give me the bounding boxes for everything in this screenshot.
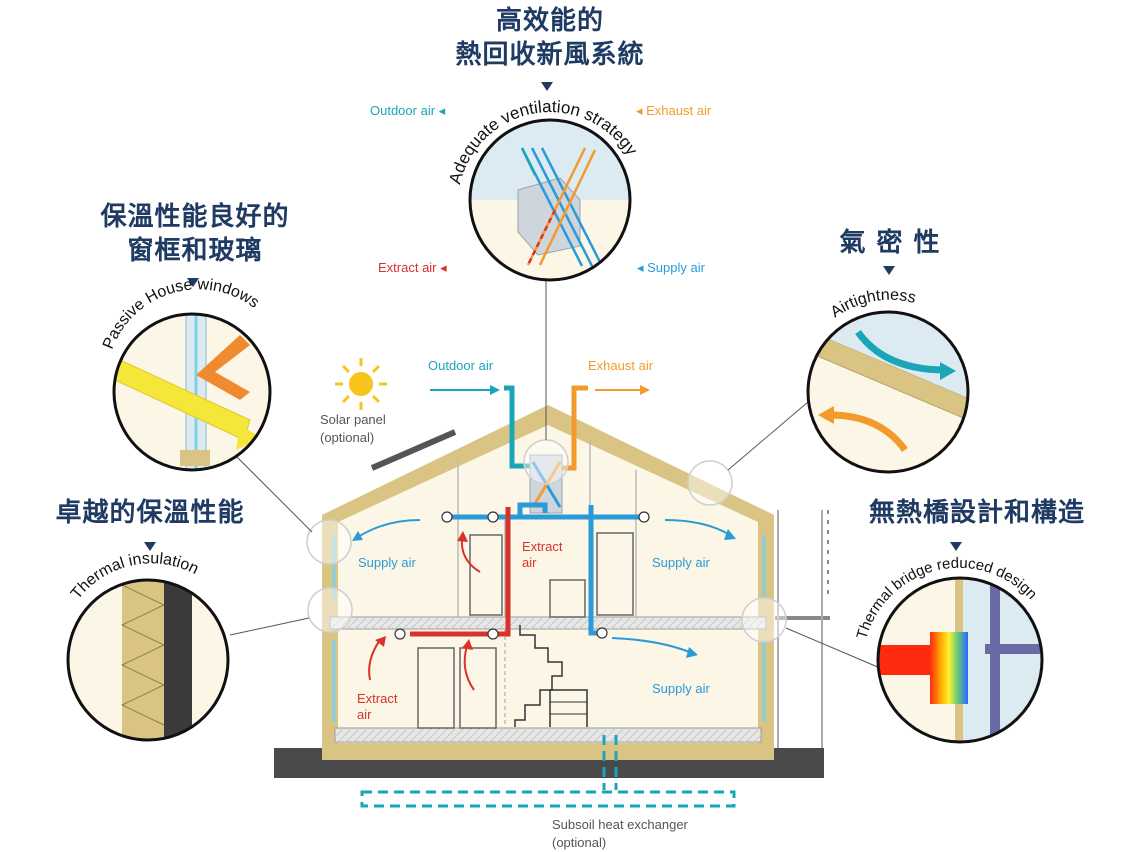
house-interior <box>338 425 758 743</box>
heading-windows: 保溫性能良好的 窗框和玻璃 <box>70 200 320 268</box>
label-extract-air: Extract air ◂ <box>378 260 447 275</box>
label-subsoil: Subsoil heat exchanger <box>552 817 688 832</box>
heading-thermal-bridge: 無熱橋設計和構造 <box>868 498 1085 528</box>
triangle-down-icon <box>950 542 962 551</box>
label-outdoor-air-house: Outdoor air <box>428 358 494 373</box>
label-solar-optional: (optional) <box>320 430 375 445</box>
label-extract-center-2: air <box>522 555 537 570</box>
heading-ventilation-line2: 熱回收新風系統 <box>455 40 645 70</box>
airtightness-circle-illustration <box>808 312 968 472</box>
label-supply-air-lower: Supply air <box>652 681 710 696</box>
label-extract-lower-1: Extract <box>357 691 398 706</box>
label-supply-air-left: Supply air <box>358 555 416 570</box>
triangle-down-icon <box>187 278 199 287</box>
heading-ventilation: 高效能的 熱回收新風系統 <box>450 4 650 72</box>
label-exhaust-air: ◂ Exhaust air <box>636 103 712 118</box>
sun-icon <box>335 358 387 410</box>
label-supply-air-right: Supply air <box>652 555 710 570</box>
triangle-down-icon <box>541 82 553 91</box>
heading-windows-line1: 保溫性能良好的 <box>100 202 290 232</box>
label-solar-panel: Solar panel <box>320 412 386 427</box>
label-extract-lower-2: air <box>357 707 372 722</box>
label-exhaust-air-house: Exhaust air <box>588 358 654 373</box>
label-subsoil-optional: (optional) <box>552 835 607 850</box>
heading-airtight: 氣 密 性 <box>839 228 941 258</box>
label-outdoor-air: Outdoor air ◂ <box>370 103 446 118</box>
label-extract-center-1: Extract <box>522 539 563 554</box>
insulation-circle-illustration <box>68 580 228 740</box>
heading-ventilation-line1: 高效能的 <box>495 6 604 36</box>
heading-insulation: 卓越的保溫性能 <box>55 498 245 528</box>
windows-circle-illustration <box>114 314 270 470</box>
heading-windows-line2: 窗框和玻璃 <box>127 236 263 266</box>
label-supply-air: ◂ Supply air <box>637 260 705 275</box>
triangle-down-icon <box>144 542 156 551</box>
triangle-down-icon <box>883 266 895 275</box>
